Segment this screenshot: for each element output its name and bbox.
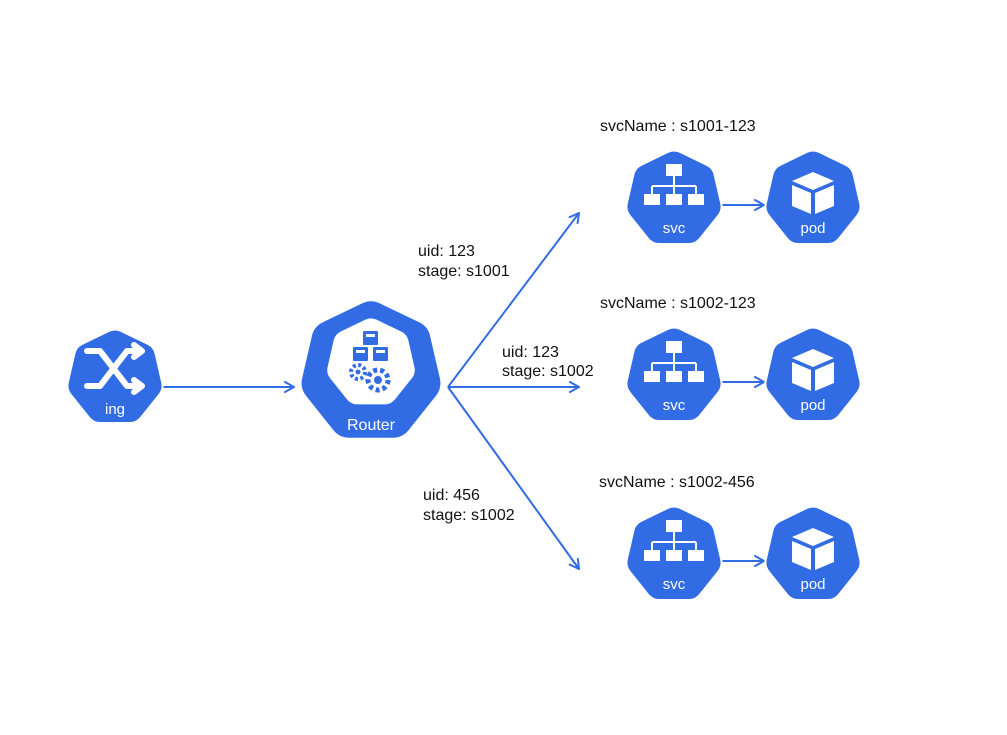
edges bbox=[163, 199, 765, 570]
pod-2-label: pod bbox=[800, 397, 825, 414]
cubes-gears-icon bbox=[349, 331, 391, 393]
route-3-uid-label: uid: 456 bbox=[423, 487, 480, 504]
cube-icon bbox=[792, 349, 834, 391]
svc-node-2[interactable]: svc bbox=[625, 326, 723, 422]
shuffle-icon bbox=[84, 342, 145, 395]
route-1-stage-label: stage: s1001 bbox=[418, 263, 510, 280]
svc-name-1-label: svcName : s1001-123 bbox=[600, 118, 756, 135]
svc-2-label: svc bbox=[663, 397, 686, 414]
edge-router-to-svc-3 bbox=[447, 386, 580, 570]
pod-node-2[interactable]: pod bbox=[764, 326, 862, 422]
cube-icon bbox=[792, 172, 834, 214]
hierarchy-icon bbox=[644, 341, 704, 382]
hierarchy-icon bbox=[644, 164, 704, 205]
pod-node-1[interactable]: pod bbox=[764, 149, 862, 245]
edge-router-to-svc-1 bbox=[447, 212, 580, 388]
ingress-node[interactable]: ing bbox=[66, 328, 164, 424]
route-3-stage-label: stage: s1002 bbox=[423, 507, 515, 524]
svc-node-1[interactable]: svc bbox=[625, 149, 723, 245]
svc-name-3-label: svcName : s1002-456 bbox=[599, 474, 755, 491]
hierarchy-icon bbox=[644, 520, 704, 561]
pod-3-label: pod bbox=[800, 576, 825, 593]
svc-1-label: svc bbox=[663, 220, 686, 237]
router-label: Router bbox=[347, 417, 396, 434]
pod-1-label: pod bbox=[800, 220, 825, 237]
cube-icon bbox=[792, 528, 834, 570]
router-node[interactable]: Router bbox=[299, 299, 443, 440]
pod-node-3[interactable]: pod bbox=[764, 505, 862, 601]
ingress-label: ing bbox=[105, 401, 125, 418]
route-2-stage-label: stage: s1002 bbox=[502, 363, 594, 380]
svc-node-3[interactable]: svc bbox=[625, 505, 723, 601]
svc-name-2-label: svcName : s1002-123 bbox=[600, 295, 756, 312]
route-1-uid-label: uid: 123 bbox=[418, 243, 475, 260]
svc-3-label: svc bbox=[663, 576, 686, 593]
route-2-uid-label: uid: 123 bbox=[502, 344, 559, 361]
